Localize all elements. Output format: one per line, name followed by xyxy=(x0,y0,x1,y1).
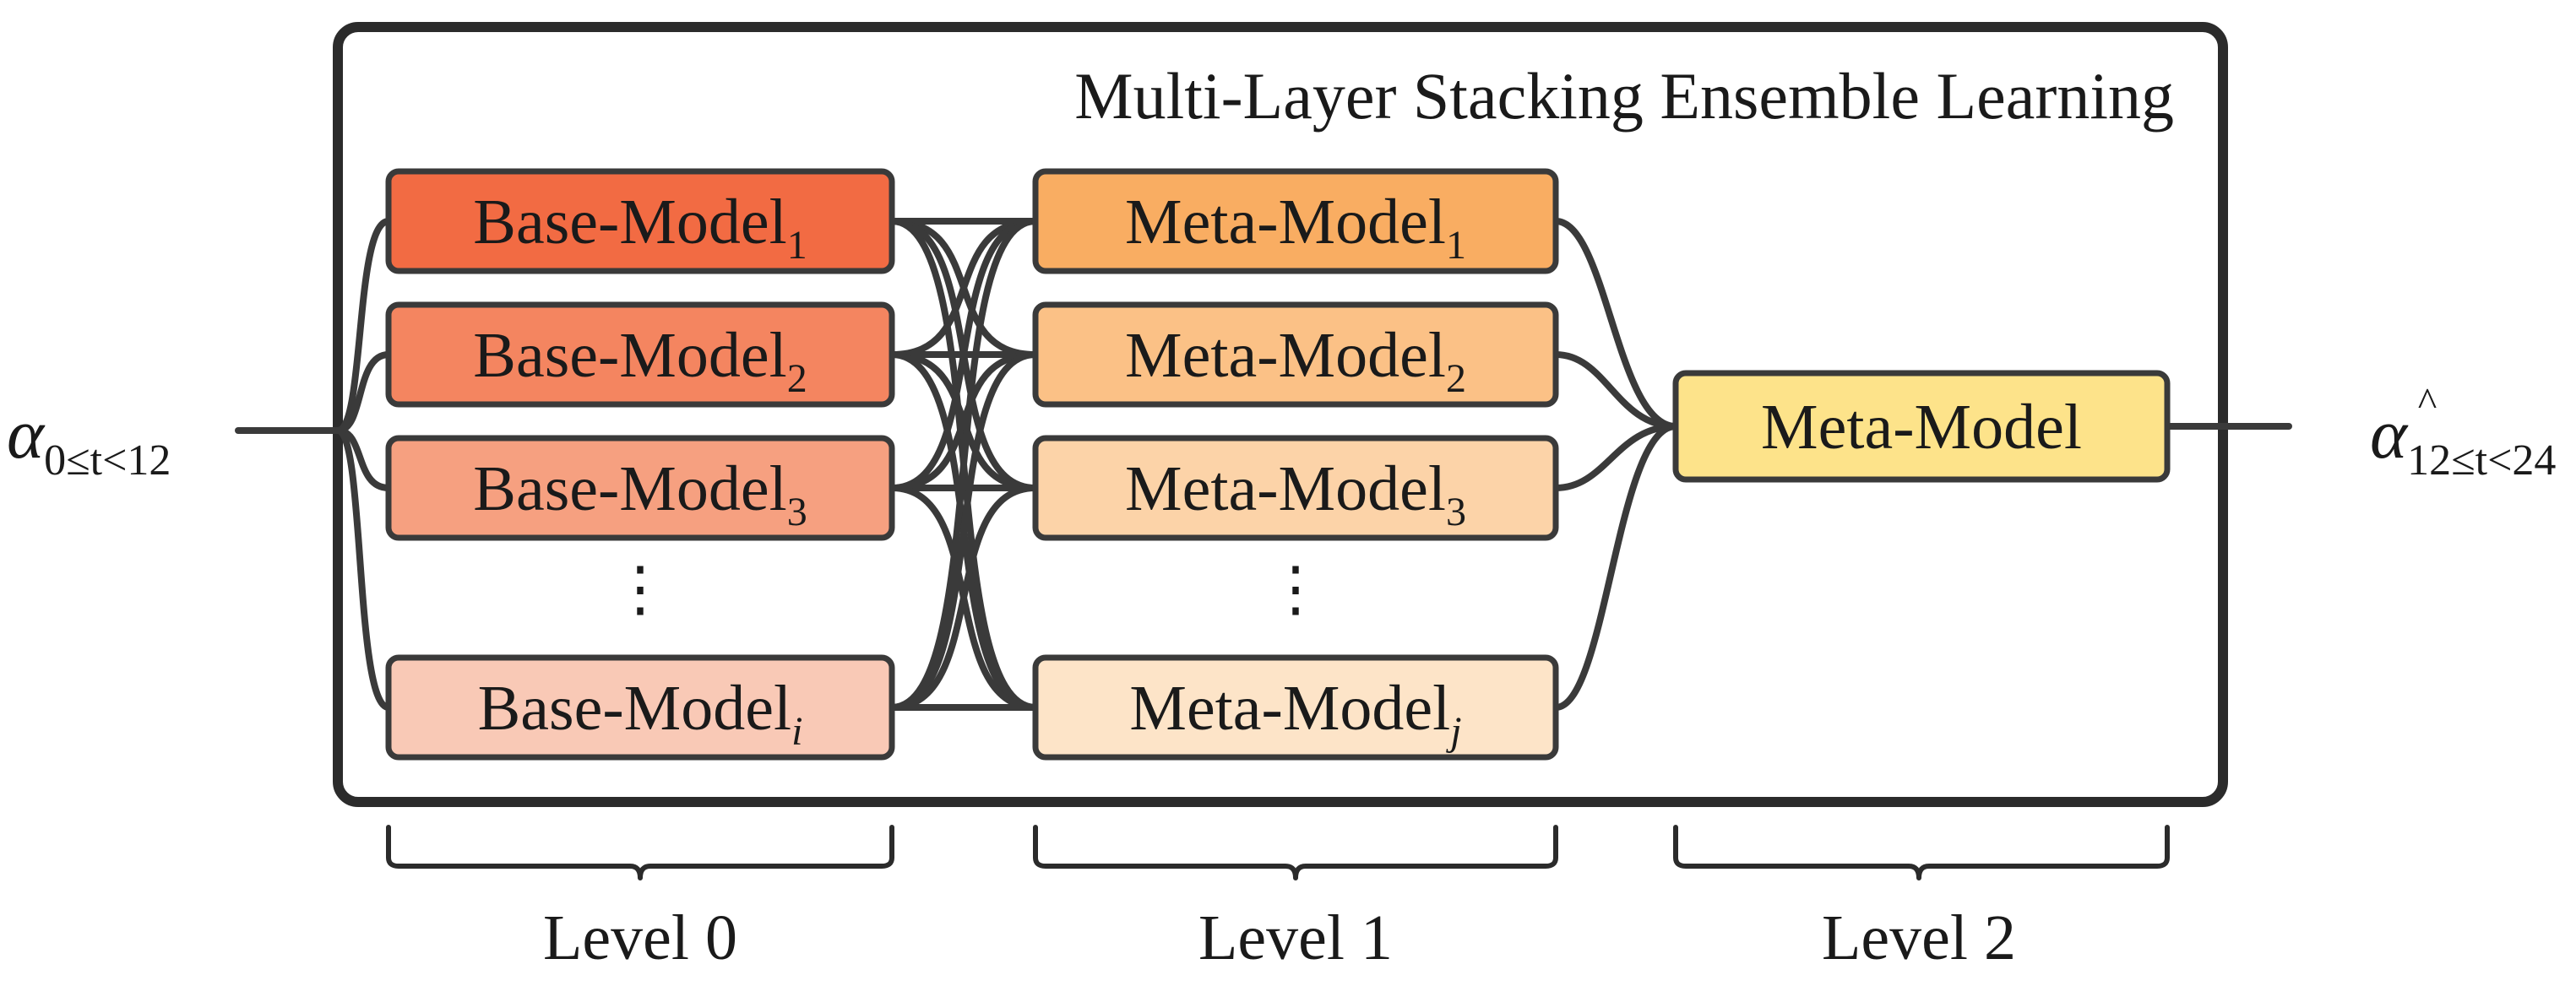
meta-model-4-label: Meta-Modelj xyxy=(1129,673,1461,754)
base-model-4-label: Base-Modeli xyxy=(478,673,803,754)
output-symbol: α xyxy=(2370,395,2409,474)
base-model-4-box xyxy=(385,654,895,761)
base-4-to-meta-1 xyxy=(889,218,1039,711)
meta-model-1-label-subscript: 1 xyxy=(1446,223,1466,268)
base-model-3: Base-Model3 xyxy=(385,435,895,541)
base-model-2-label: Base-Model2 xyxy=(473,320,807,401)
base-model-2-label-subscript: 2 xyxy=(787,356,807,401)
meta-model-3: Meta-Model3 xyxy=(1032,435,1559,541)
base-3-to-meta-1 xyxy=(889,218,1039,491)
meta-model-4-label-text: Meta-Model xyxy=(1129,673,1450,744)
base-model-4: Base-Modeli xyxy=(385,654,895,761)
base-model-2-box xyxy=(385,301,895,408)
base-model-3-label-subscript: 3 xyxy=(787,490,807,534)
output-subscript: 12≤t<24 xyxy=(2407,436,2556,485)
base-model-1-label: Base-Model1 xyxy=(473,187,807,268)
meta-model-2-box xyxy=(1032,301,1559,408)
base-2-to-meta-1 xyxy=(889,218,1039,358)
meta-model-1-label: Meta-Model1 xyxy=(1125,187,1466,268)
meta-model-3-box xyxy=(1032,435,1559,541)
level-1-label: Level 1 xyxy=(1198,902,1393,973)
base-model-3-box xyxy=(385,435,895,541)
meta-model-2: Meta-Model2 xyxy=(1032,301,1559,408)
input-to-base-2 xyxy=(334,351,392,434)
base-models-ellipsis: ⋮ xyxy=(610,555,671,623)
level-0-label: Level 0 xyxy=(543,902,737,973)
base-model-1-label-text: Base-Model xyxy=(473,187,786,257)
base-model-2-label-text: Base-Model xyxy=(473,320,786,391)
meta-model-4-box xyxy=(1032,654,1559,761)
final-meta-model-box xyxy=(1672,370,2171,483)
output-label: α12≤t<24 xyxy=(2370,395,2556,485)
base-model-1-box xyxy=(385,168,895,274)
brace-level-2 xyxy=(1673,825,2170,880)
meta-model-3-label-text: Meta-Model xyxy=(1125,453,1446,524)
meta-model-3-label-subscript: 3 xyxy=(1446,490,1466,534)
meta-3-to-final xyxy=(1552,423,1679,491)
model-boxes: Base-Model1Base-Model2Base-Model3Base-Mo… xyxy=(385,168,2171,761)
input-to-base-4 xyxy=(334,427,392,711)
meta-model-3-label: Meta-Model3 xyxy=(1125,453,1466,534)
final-meta-model: Meta-Model xyxy=(1672,370,2171,483)
base-model-2: Base-Model2 xyxy=(385,301,895,408)
meta-4-to-final xyxy=(1552,423,1679,711)
meta-2-to-final xyxy=(1552,351,1679,430)
base-model-4-label-text: Base-Model xyxy=(478,673,791,744)
connection-lines xyxy=(235,218,2292,712)
level-braces xyxy=(386,825,2170,880)
diagram-title: Multi-Layer Stacking Ensemble Learning xyxy=(1074,59,2174,133)
brace-level-0 xyxy=(386,825,894,880)
meta-model-2-label-text: Meta-Model xyxy=(1125,320,1446,391)
meta-model-2-label-subscript: 2 xyxy=(1446,356,1466,401)
meta-model-1-box xyxy=(1032,168,1559,274)
final-meta-model-label: Meta-Model xyxy=(1761,392,2082,463)
base-4-to-meta-3 xyxy=(889,485,1039,711)
ensemble-frame xyxy=(333,22,2228,807)
meta-model-1-label-text: Meta-Model xyxy=(1125,187,1446,257)
brace-level-1 xyxy=(1033,825,1558,880)
base-model-4-label-subscript: i xyxy=(791,709,802,754)
base-3-to-meta-2 xyxy=(889,351,1039,491)
input-subscript: 0≤t<12 xyxy=(44,436,171,485)
base-model-1: Base-Model1 xyxy=(385,168,895,274)
base-model-1-label-subscript: 1 xyxy=(787,223,807,268)
base-4-to-meta-2 xyxy=(889,351,1039,711)
input-symbol: α xyxy=(7,395,46,474)
meta-model-2-label: Meta-Model2 xyxy=(1125,320,1466,401)
final-meta-model-label-text: Meta-Model xyxy=(1761,392,2082,463)
input-to-base-1 xyxy=(334,218,392,434)
meta-model-1: Meta-Model1 xyxy=(1032,168,1559,274)
meta-models-ellipsis: ⋮ xyxy=(1265,555,1326,623)
input-label: α0≤t<12 xyxy=(7,395,171,485)
base-model-3-label: Base-Model3 xyxy=(473,453,807,534)
level-2-label: Level 2 xyxy=(1822,902,2016,973)
base-model-3-label-text: Base-Model xyxy=(473,453,786,524)
meta-1-to-final xyxy=(1552,218,1679,430)
output-hat: ^ xyxy=(2418,380,2437,425)
meta-model-4: Meta-Modelj xyxy=(1032,654,1559,761)
